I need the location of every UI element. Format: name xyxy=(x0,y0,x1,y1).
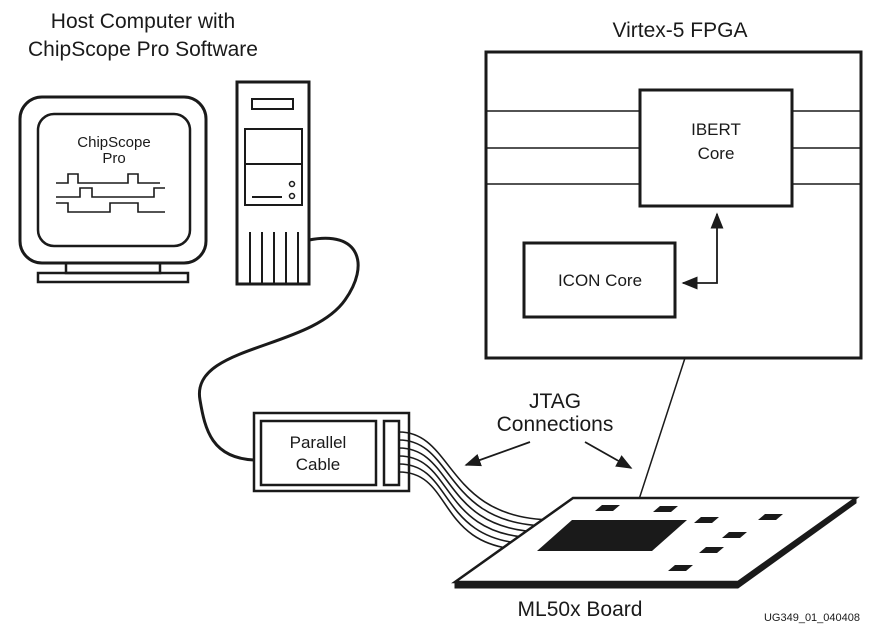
screen-text-line1: ChipScope xyxy=(77,134,150,151)
parallel-cable-box: Parallel Cable xyxy=(252,411,411,493)
board-label: ML50x Board xyxy=(518,598,643,621)
jtag-ribbon-wires xyxy=(398,431,556,551)
host-title-line2: ChipScope Pro Software xyxy=(28,38,258,61)
parallel-cable-line2: Cable xyxy=(296,455,340,474)
host-title-line1: Host Computer with xyxy=(51,10,235,33)
waveform-icon xyxy=(56,173,160,184)
ibert-core-block: IBERT Core xyxy=(638,88,794,208)
pc-cable xyxy=(198,236,360,462)
figure-id: UG349_01_040408 xyxy=(764,612,860,624)
parallel-cable-line1: Parallel xyxy=(290,433,347,452)
jtag-label-line1: JTAG xyxy=(529,390,581,413)
icon-core-block: ICON Core xyxy=(522,241,677,319)
ibert-core-line2: Core xyxy=(698,144,735,163)
jtag-label: JTAG Connections xyxy=(497,390,614,436)
icon-core-label: ICON Core xyxy=(558,271,642,290)
monitor-icon: ChipScope Pro xyxy=(18,95,208,284)
tower-pc-icon xyxy=(235,80,311,286)
host-title: Host Computer with ChipScope Pro Softwar… xyxy=(28,10,258,61)
icon-ibert-connector xyxy=(681,212,724,290)
ml50x-board xyxy=(451,496,860,589)
jtag-arrow-left xyxy=(464,441,531,467)
screen-text-line2: Pro xyxy=(102,150,125,167)
fpga-chip xyxy=(537,520,687,551)
ibert-core-line1: IBERT xyxy=(691,120,741,139)
jtag-arrow-right xyxy=(584,441,633,469)
fpga-title: Virtex-5 FPGA xyxy=(613,19,748,42)
fpga-box xyxy=(484,50,863,360)
jtag-label-line2: Connections xyxy=(497,413,614,436)
